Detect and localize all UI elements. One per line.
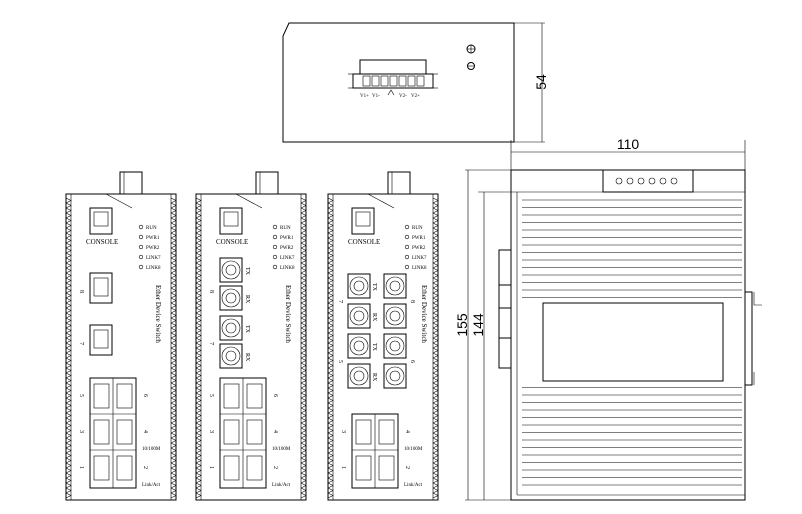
- link-label: Link/Act: [404, 483, 423, 488]
- panel-title: Ether Device Switch: [154, 285, 162, 343]
- port-5-label: 5: [337, 360, 343, 363]
- console-label: CONSOLE: [216, 238, 248, 246]
- top-height-dimension: 54: [533, 74, 549, 90]
- terminal-label-v2plus: V2+: [411, 94, 420, 99]
- led-link7: LINK7: [412, 256, 427, 261]
- fiber-rx-label: RX: [244, 295, 250, 304]
- terminal-label-v1plus: V1+: [360, 94, 369, 99]
- din-rail-clip: [745, 291, 753, 386]
- rj45-port-grid: [89, 377, 137, 489]
- front-panel-1: CONSOLE RUN PWR1 PWR2 LINK7 LINK8 Ether …: [65, 171, 177, 501]
- terminal-label-v1minus: V1-: [372, 94, 380, 99]
- port-1-label: 1: [78, 466, 84, 469]
- side-terminal-screws: [615, 177, 678, 185]
- led-link8: LINK8: [412, 266, 427, 271]
- led-link7: LINK7: [146, 256, 161, 261]
- led-run: RUN: [412, 226, 423, 231]
- led-panel: RUN PWR1 PWR2 LINK7 LINK8: [138, 224, 161, 271]
- fiber-ports: [347, 273, 407, 389]
- led-pwr2: PWR2: [412, 246, 426, 251]
- port-4-label: 4: [142, 430, 148, 433]
- port-4-label: 4: [272, 430, 278, 433]
- led-pwr2: PWR2: [280, 246, 294, 251]
- port-2-label: 2: [404, 466, 410, 469]
- rj45-port-grid: [351, 413, 399, 489]
- fiber-ports: [219, 257, 243, 369]
- led-pwr1: PWR1: [280, 236, 294, 241]
- fiber-tx-label: TX: [371, 283, 377, 292]
- rj45-port-grid: [219, 377, 267, 489]
- fiber-rx-label: RX: [371, 373, 377, 382]
- led-pwr2: PWR2: [146, 246, 160, 251]
- console-label: CONSOLE: [86, 238, 118, 246]
- link-label: Link/Act: [142, 483, 161, 488]
- speed-label: 10/100M: [404, 447, 423, 452]
- port-6-label: 6: [409, 360, 415, 363]
- link-label: Link/Act: [272, 483, 291, 488]
- port-6-label: 6: [272, 394, 278, 397]
- led-run: RUN: [280, 226, 291, 231]
- port-7-label: 7: [208, 342, 214, 345]
- front-panel-3: CONSOLE RUN PWR1 PWR2 LINK7 LINK8 Ether …: [327, 171, 439, 501]
- port-3-label: 3: [208, 430, 214, 433]
- fiber-rx-label: RX: [371, 313, 377, 322]
- port-2-label: 2: [272, 466, 278, 469]
- speed-label: 10/100M: [142, 447, 161, 452]
- outer-height-dimension: 155: [454, 313, 470, 337]
- port-1-label: 1: [208, 466, 214, 469]
- port-5-label: 5: [78, 394, 84, 397]
- led-pwr1: PWR1: [412, 236, 426, 241]
- terminal-pins: [348, 73, 438, 89]
- led-link8: LINK8: [146, 266, 161, 271]
- panel-edge-serrations: [65, 197, 439, 499]
- terminal-label-v2minus: V2-: [399, 94, 407, 99]
- led-panel: RUN PWR1 PWR2 LINK7 LINK8: [404, 224, 427, 271]
- fiber-tx-label: TX: [244, 267, 250, 276]
- port-8-label: 8: [78, 290, 84, 293]
- led-run: RUN: [146, 226, 157, 231]
- front-panel-2: CONSOLE RUN PWR1 PWR2 LINK7 LINK8 Ether …: [195, 171, 307, 501]
- led-link7: LINK7: [280, 256, 295, 261]
- ground-screw-icon: [466, 44, 476, 70]
- led-link8: LINK8: [280, 266, 295, 271]
- port-2-label: 2: [142, 466, 148, 469]
- port-4-label: 4: [404, 430, 410, 433]
- port-6-label: 6: [142, 394, 148, 397]
- fiber-tx-label: TX: [371, 343, 377, 352]
- fiber-rx-label: RX: [244, 353, 250, 362]
- panel-title: Ether Device Switch: [284, 285, 292, 343]
- port-5-label: 5: [208, 394, 214, 397]
- port-8-label: 8: [208, 290, 214, 293]
- fiber-tx-label: TX: [244, 325, 250, 334]
- port-3-label: 3: [78, 430, 84, 433]
- port-7-label: 7: [78, 342, 84, 345]
- relay-symbol: [387, 89, 395, 96]
- label-plate: [542, 302, 724, 382]
- port-8-label: 8: [409, 300, 415, 303]
- side-width-dimension: 110: [617, 136, 640, 152]
- port-1-label: 1: [340, 466, 346, 469]
- port-7-label: 7: [337, 300, 343, 303]
- speed-label: 10/100M: [272, 447, 291, 452]
- led-pwr1: PWR1: [146, 236, 160, 241]
- side-view: 110 155 144: [454, 136, 762, 501]
- top-view: V1+ V1- V2- V2+ 54: [282, 22, 549, 143]
- port-3-label: 3: [340, 430, 346, 433]
- inner-height-dimension: 144: [470, 313, 486, 337]
- heat-sink-fins: [522, 199, 742, 486]
- led-panel: RUN PWR1 PWR2 LINK7 LINK8: [272, 224, 295, 271]
- panel-title: Ether Device Switch: [420, 285, 428, 343]
- console-label: CONSOLE: [348, 238, 380, 246]
